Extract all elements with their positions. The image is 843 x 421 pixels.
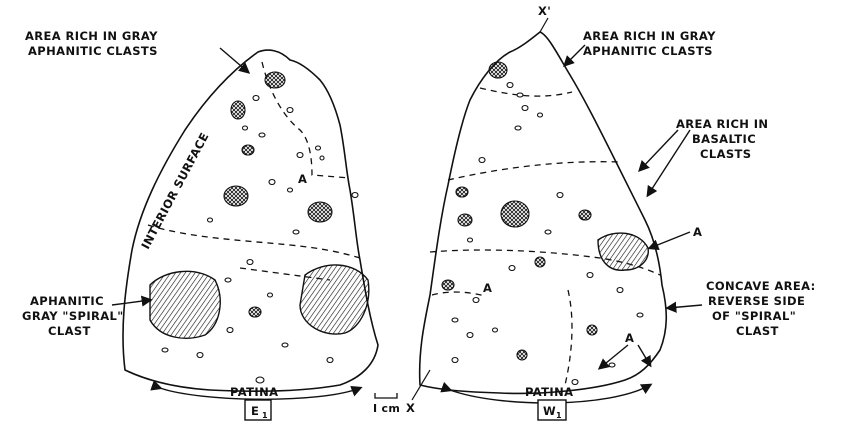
w1-a-leader-bottom-r bbox=[638, 345, 650, 365]
e1-id-label: E bbox=[251, 404, 259, 418]
e1-label-patina-visible: PATINA bbox=[230, 385, 278, 399]
w1-marker-a-left: A bbox=[483, 281, 492, 295]
w1-label-concave-line3: OF "SPIRAL" bbox=[712, 309, 796, 323]
e1-spiral-clast bbox=[150, 271, 220, 338]
e1-zone-boundary-middle bbox=[148, 225, 360, 258]
e1-label-rich-gray-line2: APHANITIC CLASTS bbox=[28, 44, 158, 58]
w1-clast-dark-8 bbox=[587, 325, 597, 335]
e1-label-spiral-line1: APHANITIC bbox=[30, 294, 104, 308]
scale-bar-label: I cm bbox=[373, 402, 400, 415]
w1-clast-dark-6 bbox=[442, 280, 454, 290]
e1-label-spiral-line2: GRAY "SPIRAL" bbox=[22, 309, 124, 323]
w1-id-label: W bbox=[543, 404, 556, 418]
w1-label-patina: PATINA bbox=[525, 385, 573, 399]
w1-label-concave-line4: CLAST bbox=[736, 324, 779, 338]
w1-concave-leader bbox=[668, 305, 702, 308]
e1-label-interior-surface: INTERIOR SURFACE bbox=[138, 130, 211, 251]
w1-clast-dark-2 bbox=[501, 201, 529, 227]
scale-bar bbox=[375, 393, 397, 398]
w1-zone-boundary-top bbox=[480, 88, 572, 96]
w1-a-leader-top bbox=[650, 232, 690, 248]
e1-clast-dark-6 bbox=[249, 307, 261, 317]
w1-clast-dark-5 bbox=[458, 214, 472, 226]
w1-axis-x: X bbox=[406, 401, 415, 415]
w1-zone-boundary-left bbox=[432, 292, 485, 296]
e1-clast-dark-1 bbox=[265, 72, 285, 88]
w1-clast-dark-9 bbox=[517, 350, 527, 360]
w1-axis-x-prime-line bbox=[540, 18, 548, 32]
e1-clast-dark-5 bbox=[308, 202, 332, 222]
w1-label-concave-line2: REVERSE SIDE bbox=[708, 294, 805, 308]
w1-clast-dark-4 bbox=[579, 210, 591, 220]
e1-label-rich-gray-line1: AREA RICH IN GRAY bbox=[25, 29, 158, 43]
e1-marker-a: A bbox=[298, 172, 307, 186]
e1-clast-dark-2 bbox=[231, 101, 245, 119]
w1-concave-area bbox=[598, 233, 648, 270]
specimen-w1 bbox=[412, 18, 702, 403]
e1-clast-dark-4 bbox=[224, 186, 248, 206]
w1-clast-dark-3 bbox=[456, 187, 468, 197]
w1-axis-x-prime: X' bbox=[538, 4, 551, 18]
w1-label-rich-gray-line2: APHANITIC CLASTS bbox=[583, 44, 713, 58]
w1-zone-boundary-lower bbox=[565, 290, 572, 385]
w1-marker-a-top: A bbox=[693, 225, 702, 239]
w1-label-concave-line1: CONCAVE AREA: bbox=[706, 279, 816, 293]
w1-id-subscript: 1 bbox=[556, 411, 562, 420]
e1-id-subscript: 1 bbox=[262, 411, 268, 420]
w1-label-rich-gray-line1: AREA RICH IN GRAY bbox=[583, 29, 716, 43]
w1-label-basaltic-line3: CLASTS bbox=[700, 147, 751, 161]
e1-rich-gray-leader bbox=[220, 48, 248, 72]
e1-spiral-clast-right bbox=[300, 265, 369, 334]
e1-small-clasts bbox=[162, 96, 358, 384]
w1-clast-dark-7 bbox=[535, 257, 545, 267]
w1-label-basaltic-line2: BASALTIC bbox=[692, 132, 756, 146]
e1-clast-dark-3 bbox=[242, 145, 254, 155]
w1-label-basaltic-line1: AREA RICH IN bbox=[676, 117, 768, 131]
e1-label-spiral-line3: CLAST bbox=[48, 324, 91, 338]
w1-rich-gray-leader bbox=[565, 45, 585, 65]
w1-zone-boundary-upper bbox=[448, 162, 620, 180]
e1-spiral-leader bbox=[112, 300, 150, 305]
w1-basaltic-leader bbox=[640, 130, 678, 170]
w1-axis-x-line bbox=[412, 370, 430, 400]
w1-clast-dark-1 bbox=[489, 62, 507, 78]
w1-marker-a-bottom: A bbox=[625, 331, 634, 345]
